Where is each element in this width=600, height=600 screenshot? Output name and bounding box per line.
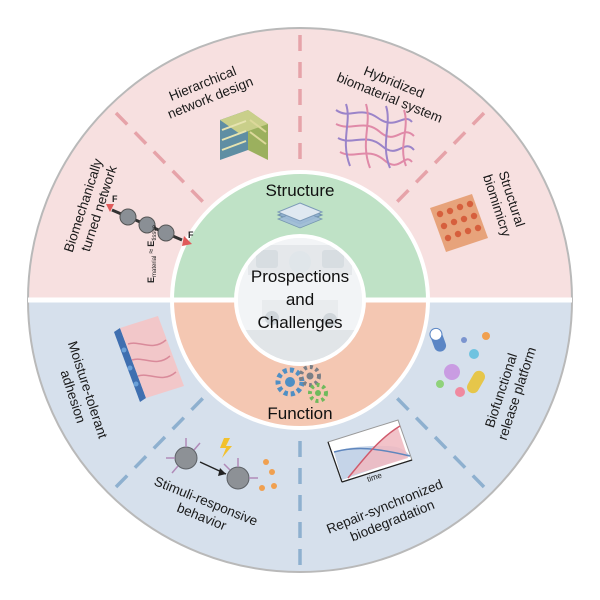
stimuli-spheres-icon <box>166 438 277 491</box>
moduli-equation: Ematerial≈Etissue <box>146 224 158 283</box>
center-title-line3: Challenges <box>257 313 342 332</box>
gears-icon <box>275 365 328 403</box>
network-rod-icon: F F <box>106 194 194 246</box>
hierarchical-cube-icon <box>220 110 268 160</box>
lab-scene-image <box>238 238 362 362</box>
force-label-left: F <box>112 194 118 204</box>
function-dividers <box>114 390 486 565</box>
force-label-right: F <box>188 230 194 240</box>
woven-scaffold-icon <box>430 194 488 252</box>
structure-dividers <box>114 35 486 210</box>
center-title-line1: Prospections <box>251 267 349 286</box>
center-overlay <box>238 238 362 362</box>
degradation-plot-icon: time <box>327 419 413 484</box>
center-title-line2: and <box>286 290 314 309</box>
layers-icon <box>276 202 324 229</box>
function-title: Function <box>267 404 332 423</box>
adhesion-tissue-icon <box>114 316 184 402</box>
structure-title: Structure <box>266 181 335 200</box>
fiber-mesh-icon <box>335 103 415 169</box>
release-capsules-icon <box>429 327 490 397</box>
